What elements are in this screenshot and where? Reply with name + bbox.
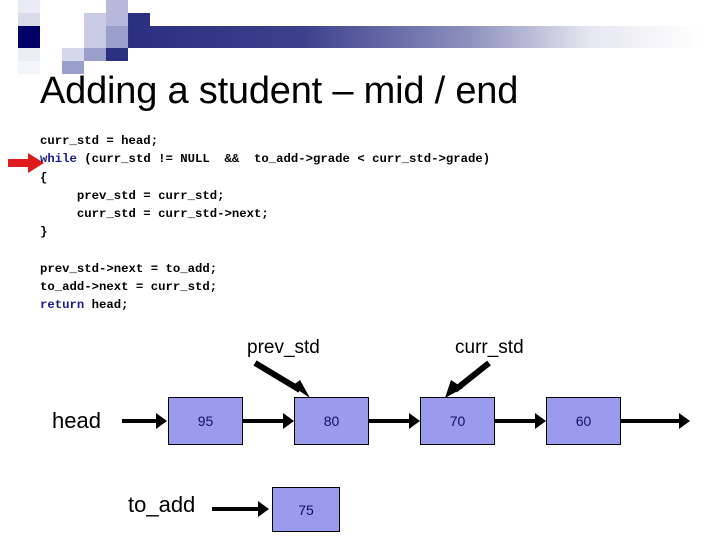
- list-node: 60: [546, 397, 621, 445]
- node-connector-line: [243, 419, 285, 423]
- code-line: }: [40, 225, 48, 240]
- code-keyword-return: return: [40, 298, 85, 313]
- new-node-value: 75: [298, 501, 314, 518]
- decor-square: [62, 13, 84, 26]
- code-blank-line: [40, 242, 490, 260]
- code-line: head;: [84, 298, 129, 313]
- code-line: curr_std = curr_std->next;: [40, 207, 269, 222]
- code-line: (curr_std != NULL && to_add->grade < cur…: [76, 152, 491, 167]
- node-connector-line: [369, 419, 411, 423]
- code-line: curr_std = head;: [40, 134, 159, 148]
- code-block: curr_std = head; while (curr_std != NULL…: [40, 132, 490, 315]
- node-arrowhead-icon: [283, 413, 294, 429]
- decor-square: [84, 26, 106, 48]
- decor-square: [128, 13, 150, 26]
- decor-square: [84, 13, 106, 26]
- new-node: 75: [272, 487, 340, 532]
- decor-square: [62, 61, 84, 74]
- curr-std-arrow-icon: [445, 360, 491, 398]
- decor-square: [62, 0, 84, 13]
- code-line: prev_std->next = to_add;: [40, 261, 218, 276]
- pointer-label-prev-std: prev_std: [247, 337, 320, 358]
- list-node: 70: [420, 397, 495, 445]
- node-arrowhead-icon: [409, 413, 420, 429]
- decor-square-dark: [18, 26, 40, 48]
- red-right-arrow-icon: [8, 153, 44, 173]
- decor-square: [62, 26, 84, 48]
- head-label: head: [52, 408, 101, 433]
- code-line: to_add->next = curr_std;: [40, 280, 218, 295]
- page-title: Adding a student – mid / end: [40, 70, 519, 112]
- decor-square: [106, 26, 128, 48]
- code-line: {: [40, 170, 48, 185]
- code-line: prev_std = curr_std;: [40, 188, 225, 203]
- to-add-connector-line: [212, 507, 260, 511]
- node-value: 70: [449, 413, 466, 429]
- code-keyword-while: while: [40, 152, 77, 167]
- decor-square: [128, 0, 150, 13]
- list-node: 95: [168, 397, 243, 445]
- decor-square: [40, 13, 62, 26]
- node-connector-line: [495, 419, 537, 423]
- head-arrowhead-icon: [156, 413, 167, 429]
- decor-square: [40, 0, 62, 13]
- decor-square: [18, 0, 40, 13]
- decor-square: [84, 48, 106, 61]
- head-connector-line: [122, 419, 158, 423]
- node-value: 60: [575, 413, 592, 429]
- decor-square: [106, 13, 128, 26]
- decor-square: [84, 0, 106, 13]
- tail-connector-line: [621, 419, 681, 423]
- prev-std-arrow-icon: [253, 360, 310, 398]
- list-node: 80: [294, 397, 369, 445]
- decor-square: [106, 0, 128, 13]
- to-add-label: to_add: [128, 492, 196, 517]
- tail-arrowhead-icon: [679, 413, 690, 429]
- decor-square: [18, 61, 40, 74]
- node-value: 95: [197, 413, 214, 429]
- header-gradient-bar: [0, 26, 720, 48]
- decor-square: [40, 26, 62, 48]
- node-value: 80: [323, 413, 340, 429]
- decor-square: [18, 48, 40, 61]
- decor-square: [18, 13, 40, 26]
- node-arrowhead-icon: [535, 413, 546, 429]
- pointer-label-curr-std: curr_std: [455, 337, 524, 358]
- decor-square: [62, 48, 84, 61]
- to-add-arrowhead-icon: [258, 501, 269, 517]
- decor-square: [106, 48, 128, 61]
